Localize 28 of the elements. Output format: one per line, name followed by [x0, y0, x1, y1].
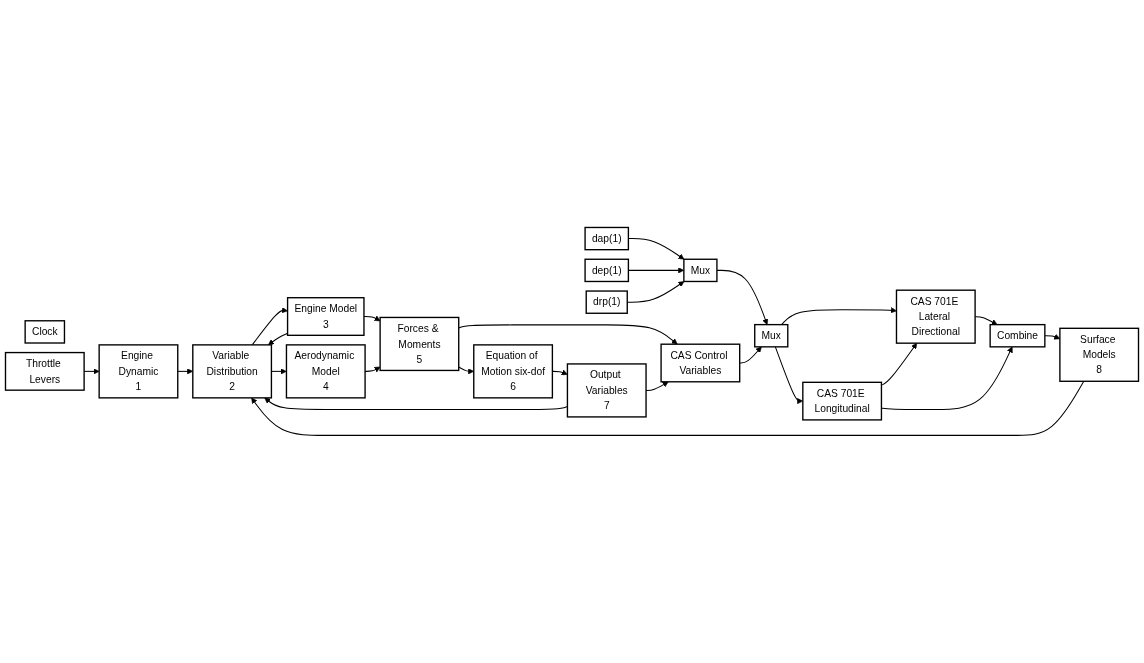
- node-box: Surface Models 8: [1059, 327, 1140, 383]
- arrow: [264, 397, 568, 411]
- node-box: Variable Distribution 2: [192, 344, 273, 399]
- arrow: [781, 307, 897, 326]
- arrow: [880, 343, 918, 386]
- node-box: Mux: [754, 324, 789, 348]
- node-box: dap(1): [584, 226, 630, 251]
- node-box: CAS Control Variables: [660, 343, 741, 383]
- arrow: [268, 332, 289, 346]
- arrow: [363, 315, 381, 322]
- node-box: Engine Model 3: [286, 297, 365, 337]
- node-box: Output Variables 7: [566, 363, 647, 418]
- node-box: Combine: [989, 324, 1046, 348]
- node-box: dep(1): [584, 258, 630, 283]
- arrow: [716, 269, 769, 325]
- node-box: Engine Dynamic 1: [98, 344, 179, 399]
- arrow: [458, 324, 678, 345]
- node-box: Forces & Moments 5: [379, 316, 460, 372]
- node-box: Mux: [683, 258, 718, 283]
- node-box: CAS 701E Lateral Directional: [895, 289, 976, 344]
- arrow: [251, 307, 288, 346]
- node-box: CAS 701E Longitudinal: [802, 381, 883, 421]
- node-box: Throttle Levers: [4, 351, 85, 391]
- node-box: drp(1): [585, 290, 628, 315]
- node-box: Aerodynamic Model 4: [285, 344, 366, 399]
- node-box: Clock: [24, 320, 66, 344]
- arrow: [739, 346, 762, 364]
- node-box: Equation of Motion six-dof 6: [473, 344, 554, 399]
